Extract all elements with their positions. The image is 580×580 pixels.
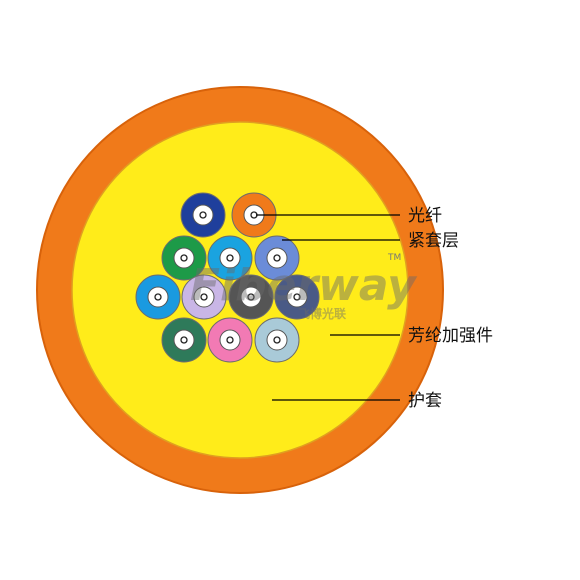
fiber-unit bbox=[161, 317, 207, 363]
fiber-core bbox=[247, 293, 255, 301]
watermark: Fiberway TM 飞博光联 bbox=[190, 253, 418, 321]
label-aramid-strength-member: 芳纶加强件 bbox=[408, 326, 493, 346]
label-tight-buffer: 紧套层 bbox=[408, 231, 459, 251]
fiber-core bbox=[273, 254, 281, 262]
fiber-unit bbox=[231, 192, 277, 238]
fiber-core bbox=[226, 336, 234, 344]
watermark-brand: Fiberway bbox=[190, 260, 418, 311]
fiber-unit bbox=[180, 192, 226, 238]
fiber-core bbox=[199, 211, 207, 219]
fiber-unit bbox=[207, 317, 253, 363]
fiber-core bbox=[273, 336, 281, 344]
fiber-unit bbox=[181, 274, 227, 320]
fiber-core bbox=[154, 293, 162, 301]
watermark-chinese: 飞博光联 bbox=[298, 306, 346, 321]
fiber-unit bbox=[254, 235, 300, 281]
fiber-bundle bbox=[135, 192, 320, 363]
fiber-unit bbox=[274, 274, 320, 320]
leader-lines bbox=[256, 214, 400, 401]
fiber-core bbox=[226, 254, 234, 262]
label-fiber: 光纤 bbox=[408, 206, 442, 226]
fiber-core bbox=[293, 293, 301, 301]
label-jacket: 护套 bbox=[408, 391, 442, 411]
fiber-core bbox=[180, 336, 188, 344]
fiber-unit bbox=[135, 274, 181, 320]
fiber-core bbox=[180, 254, 188, 262]
watermark-trademark: TM bbox=[387, 253, 401, 263]
fiber-unit bbox=[207, 235, 253, 281]
fiber-unit bbox=[254, 317, 300, 363]
fiber-unit bbox=[161, 235, 207, 281]
fiber-unit bbox=[228, 274, 274, 320]
fiber-core bbox=[200, 293, 208, 301]
